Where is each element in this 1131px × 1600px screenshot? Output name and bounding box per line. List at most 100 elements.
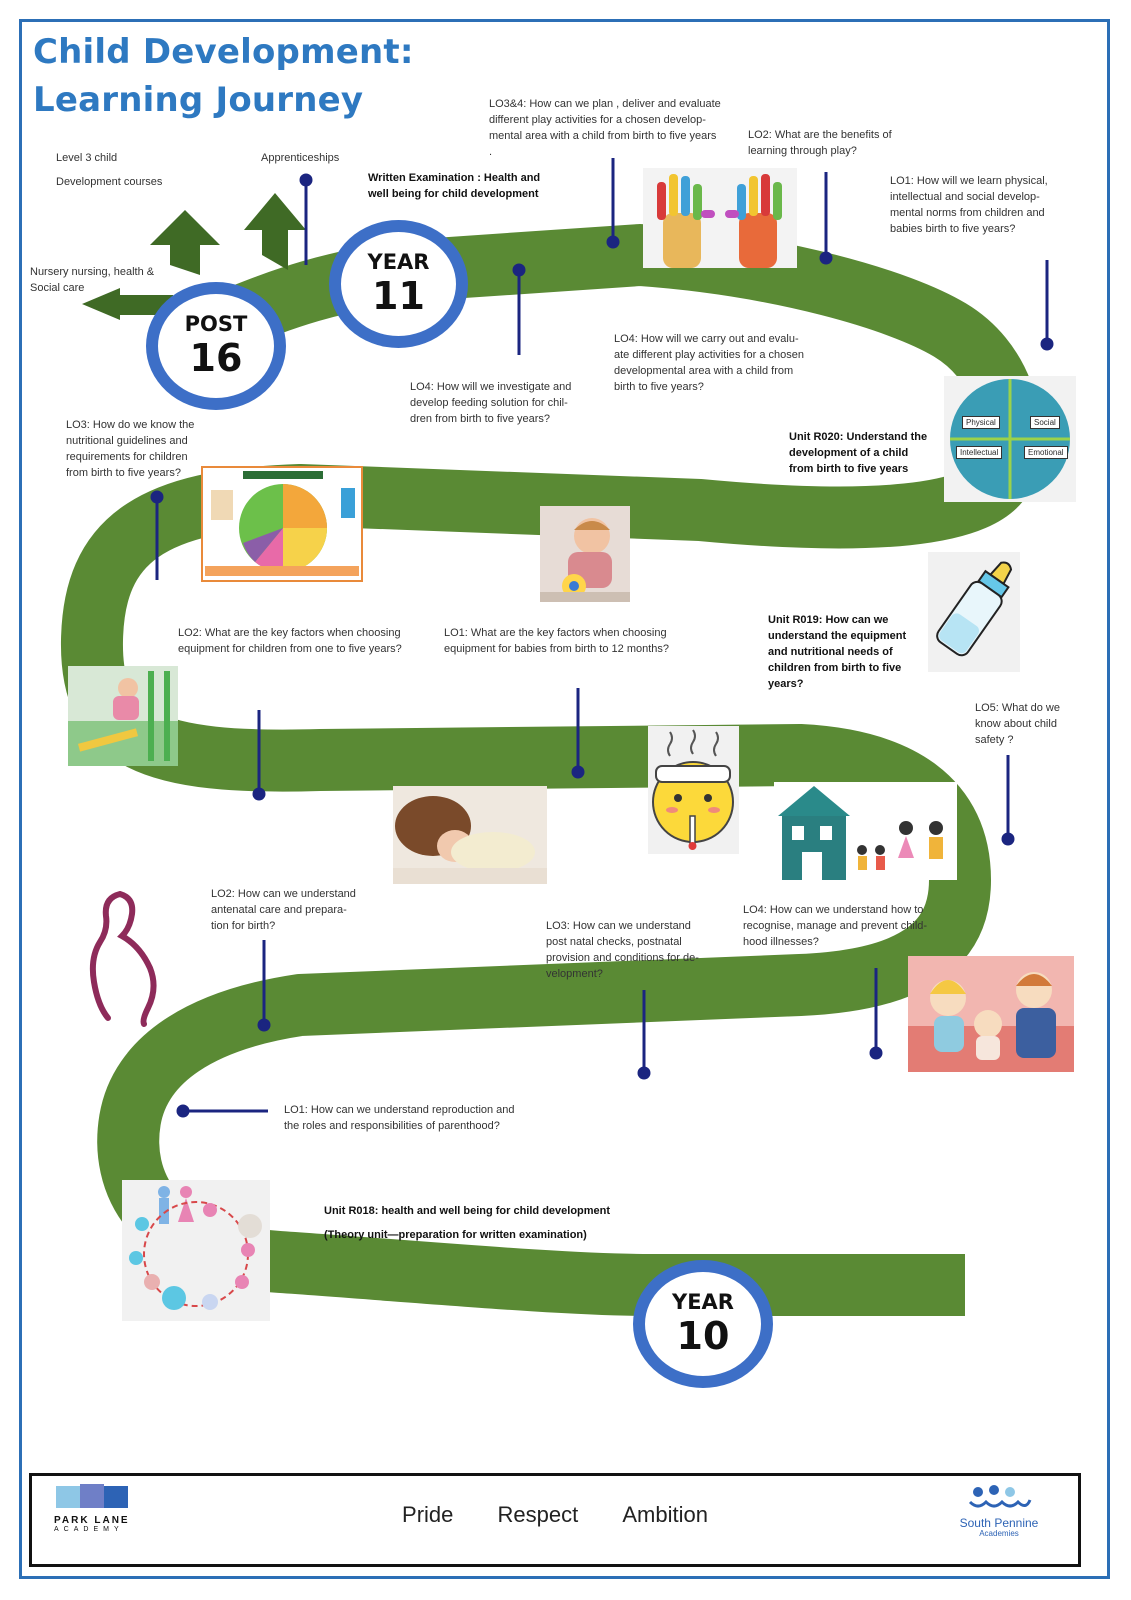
badge-year10-line1: YEAR [672, 1290, 734, 1314]
unit-r019-label: Unit R019: How can we understand the equ… [768, 612, 906, 692]
written-exam-line2: well being for child development [368, 188, 539, 200]
q-line: equipment for babies from birth to 12 mo… [444, 643, 670, 655]
q-line: LO3&4: How can we plan , deliver and eva… [489, 98, 721, 110]
footer-bar: PARK LANE ACADEMY Pride Respect Ambition… [29, 1473, 1081, 1567]
q-line: the roles and responsibilities of parent… [284, 1120, 500, 1132]
q-line: LO4: How can we understand how to [743, 904, 924, 916]
unit-line: Unit R019: How can we [768, 614, 889, 626]
pathway-nursery: Nursery nursing, health & Social care [30, 264, 154, 296]
pie-label-physical: Physical [962, 416, 1000, 429]
pie-label-emotional: Emotional [1024, 446, 1068, 459]
page-subtitle: Learning Journey [33, 80, 364, 120]
q-line: LO4: How will we investigate and [410, 381, 572, 393]
q-line: LO2: What are the benefits of [748, 129, 892, 141]
q-line: LO1: How can we understand reproduction … [284, 1104, 515, 1116]
written-exam-label: Written Examination : Health and well be… [368, 170, 540, 202]
q-line: from birth to five years? [66, 467, 181, 479]
south-pennine-academies-logo: South Pennine Academies [944, 1482, 1054, 1539]
q-line: LO3: How do we know the [66, 419, 195, 431]
q-line: requirements for children [66, 451, 188, 463]
family-illness-image [908, 956, 1074, 1072]
question-r018-lo1: LO1: How can we understand reproduction … [284, 1102, 515, 1134]
q-line: learning through play? [748, 145, 857, 157]
baby-toy-image [540, 506, 630, 602]
pie-label-social: Social [1030, 416, 1060, 429]
q-line: different play activities for a chosen d… [489, 114, 706, 126]
development-areas-image: Physical Social Intellectual Emotional [944, 376, 1076, 502]
unit-line: understand the equipment [768, 630, 907, 642]
question-r019-lo1: LO1: What are the key factors when choos… [444, 625, 669, 657]
question-r018-lo3: LO3: How can we understand post natal ch… [546, 918, 699, 982]
q-line: ate different play activities for a chos… [614, 349, 804, 361]
q-line: LO1: How will we learn physical, [890, 175, 1048, 187]
trust-name: South Pennine [959, 1516, 1039, 1530]
q-line: recognise, manage and prevent child- [743, 920, 928, 932]
q-line: babies birth to five years? [890, 223, 1016, 235]
q-line: equipment for children from one to five … [178, 643, 402, 655]
badge-year11-line2: 11 [372, 274, 425, 318]
q-line: mental norms from children and [890, 207, 1045, 219]
q-line: dren from birth to five years? [410, 413, 551, 425]
unit-line: from birth to five years [789, 463, 909, 475]
unit-r020-label: Unit R020: Understand the development of… [789, 429, 927, 477]
pathway-level3: Level 3 child Development courses [56, 150, 162, 190]
q-line: develop feeding solution for chil- [410, 397, 568, 409]
baby-bottle-icon [928, 552, 1020, 672]
question-r018-lo2: LO2: How can we understand antenatal car… [211, 886, 356, 934]
q-line: hood illnesses? [743, 936, 819, 948]
park-lane-academy-logo: PARK LANE ACADEMY [54, 1482, 134, 1533]
badge-year11: YEAR 11 [329, 220, 468, 348]
badge-post16-line2: 16 [189, 336, 243, 380]
child-climbing-image [68, 666, 178, 766]
q-line: LO1: What are the key factors when choos… [444, 627, 667, 639]
q-line: LO2: What are the key factors when choos… [178, 627, 401, 639]
eatwell-guide-image [201, 466, 363, 582]
q-line: provision and conditions for de- [546, 952, 699, 964]
pathway-nursery-line1: Nursery nursing, health & [30, 266, 155, 278]
badge-year10: YEAR 10 [633, 1260, 773, 1388]
unit-line: years? [768, 678, 804, 690]
q-line: LO5: What do we [975, 702, 1060, 714]
q-line: antenatal care and prepara- [211, 904, 347, 916]
pathway-level3-line1: Level 3 child [56, 152, 118, 164]
badge-year10-line2: 10 [676, 1314, 730, 1358]
unit-line: children from birth to five [768, 662, 902, 674]
page-title: Child Development: [33, 32, 414, 72]
badge-post16-line1: POST [184, 312, 248, 336]
q-line: safety ? [975, 734, 1014, 746]
question-r018-lo5: LO5: What do we know about child safety … [975, 700, 1060, 748]
badge-year11-line1: YEAR [367, 250, 430, 274]
school-name: PARK LANE [54, 1515, 130, 1526]
pathway-level3-line2: Development courses [56, 176, 163, 188]
question-r020-lo1: LO1: How will we learn physical, intelle… [890, 173, 1048, 237]
q-line: LO3: How can we understand [546, 920, 691, 932]
question-r019-lo4: LO4: How will we investigate and develop… [410, 379, 571, 427]
sick-face-icon [648, 726, 739, 854]
q-line: velopment? [546, 968, 603, 980]
unit-line: Unit R020: Understand the [789, 431, 928, 443]
value-ambition: Ambition [622, 1502, 708, 1527]
pregnancy-icon [84, 888, 160, 1030]
q-line: mental area with a child from birth to f… [489, 130, 717, 142]
pie-label-intellectual: Intellectual [956, 446, 1003, 459]
q-line: know about child [975, 718, 1057, 730]
question-r020-lo34: LO3&4: How can we plan , deliver and eva… [489, 96, 721, 160]
unit-r018-title: Unit R018: health and well being for chi… [324, 1205, 611, 1217]
question-r020-lo4: LO4: How will we carry out and evalu- at… [614, 331, 804, 395]
pathway-nursery-line2: Social care [30, 282, 85, 294]
unit-r018-subtitle: (Theory unit—preparation for written exa… [324, 1229, 587, 1241]
newborn-baby-image [393, 786, 547, 884]
pathway-apprenticeships: Apprenticeships [261, 152, 340, 164]
unit-line: development of a child [789, 447, 909, 459]
written-exam-line1: Written Examination : Health and [368, 172, 541, 184]
value-respect: Respect [497, 1502, 579, 1527]
house-family-image [774, 782, 957, 880]
q-line: . [489, 146, 493, 158]
value-pride: Pride [402, 1502, 454, 1527]
trust-type: Academies [979, 1529, 1019, 1538]
q-line: LO4: How will we carry out and evalu- [614, 333, 799, 345]
q-line: developmental area with a child from [614, 365, 794, 377]
reproduction-cycle-image [122, 1180, 270, 1321]
page-border [19, 19, 1110, 1579]
